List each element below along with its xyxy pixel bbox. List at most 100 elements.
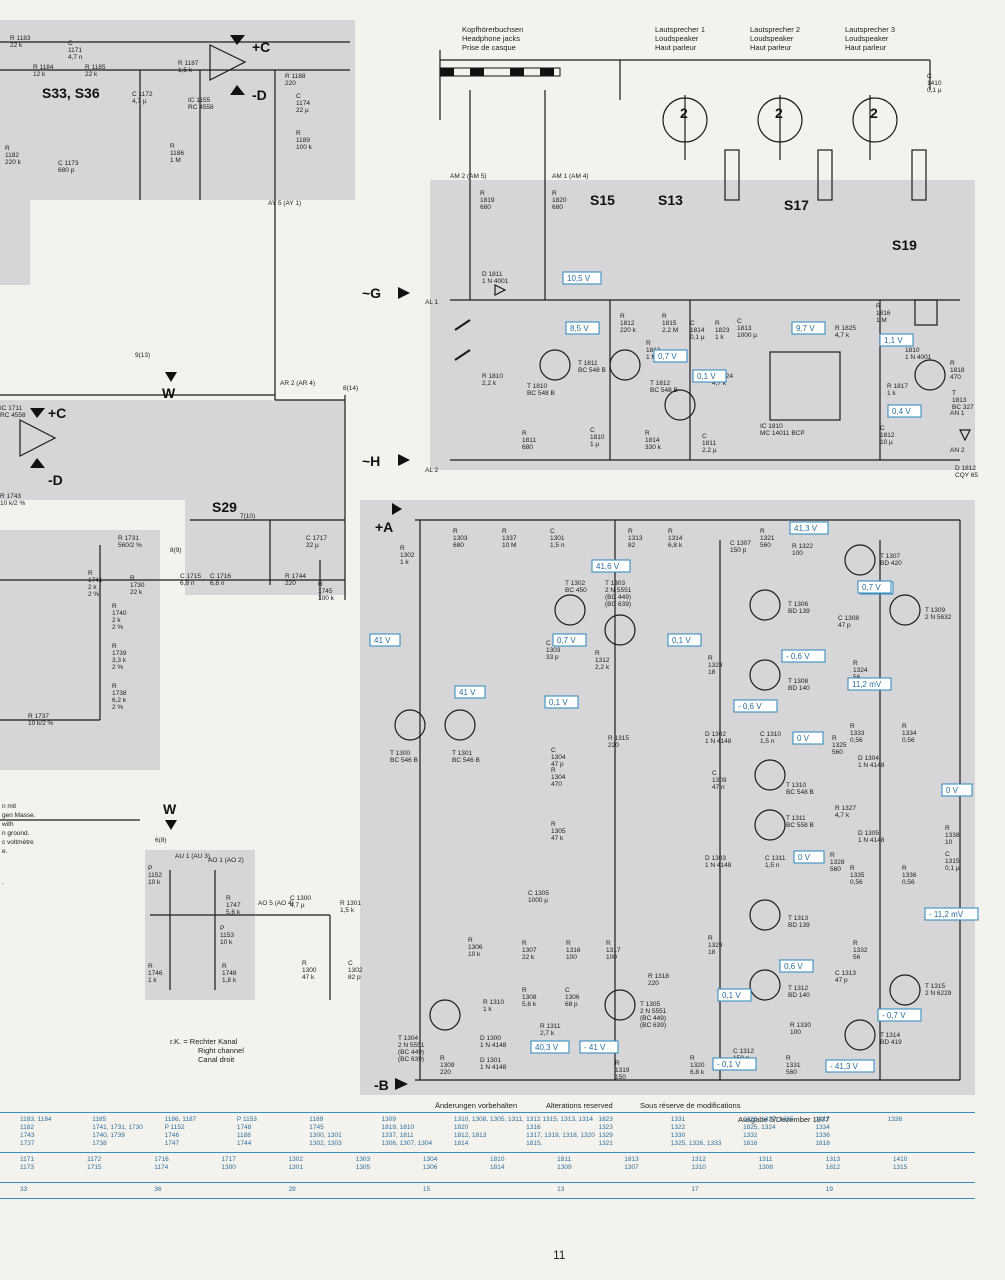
voltage-label: - 11,2 mV [929,910,964,919]
table-cell: 1315 [892,1164,908,1171]
legend-right-channel: r.K. = Rechter Kanal Right channel Canal… [170,1037,244,1064]
rail-minus-d: -D [252,87,267,103]
table-cell: 1336 [815,1132,830,1139]
voltage-label: 0,7 V [658,352,677,361]
table-cell: 1307 [624,1164,639,1171]
voltage-box [789,521,829,535]
voltage-box [454,685,486,699]
voltage-label: - 41,3 V [830,1062,859,1071]
table-cell: 1716 [154,1156,169,1163]
table-cell: 1302, 1303 [309,1140,342,1147]
connector: 8(14) [343,385,358,392]
svg-text:Änderungen vorbehalten: Änderungen vorbehalten [435,1101,517,1110]
connector: AN 2 [950,447,965,454]
table-cell: 1331 [670,1116,686,1123]
switch-s15: S15 [590,192,615,208]
rail-h: ~H [362,453,380,469]
header-jacks: Kopfhörerbuchsen Headphone jacks Prise d… [462,25,523,52]
table-row [0,1112,975,1113]
voltage-label: 40,3 V [535,1043,559,1052]
connector: AU 1 (AU 3) [175,853,210,860]
table-cell: 1306 [422,1164,438,1171]
table-cell: 1300 [221,1164,236,1171]
connector: AL 2 [425,467,439,474]
connector: 7(10) [240,513,255,520]
voltage-box [579,1040,619,1054]
svg-text:Lautsprecher 2: Lautsprecher 2 [750,25,800,34]
table-cell: 1817 [815,1116,830,1123]
table-cell: 1738 [92,1140,107,1147]
table-cell: 1308 [758,1164,774,1171]
table-cell: 1311 [758,1156,773,1163]
table-cell: 1816 [743,1140,758,1147]
voltage-box [544,695,579,709]
table-cell: 1815, [526,1140,543,1147]
voltage-label: 41,3 V [794,524,818,533]
table-cell: 1172 [87,1156,102,1163]
table-cell: 1745 [309,1124,324,1131]
voltage-label: 41,6 V [596,562,620,571]
voltage-label: - 0,6 V [786,652,810,661]
svg-text:n mit: n mit [2,803,16,810]
rail-w-1: W [162,385,176,401]
table-cell: 1737 [20,1140,35,1147]
table-cell: 33 [20,1186,28,1193]
table-cell: 1322 [670,1124,686,1131]
table-cell: 1171 [20,1156,34,1163]
voltage-label: - 0,6 V [738,702,762,711]
table-cell: 1316 [526,1124,541,1131]
table-cell: 1174 [154,1164,169,1171]
table-cell: 1189 [309,1116,324,1123]
table-cell: 1183, 1184 [20,1116,52,1123]
table-cell: 1309 [381,1116,396,1123]
voltage-label: - 0,7 V [882,1011,906,1020]
table-cell: P 1152 [164,1124,185,1131]
svg-text:Headphone jacks: Headphone jacks [462,34,520,43]
voltage-box [879,333,914,347]
table-cell: 1310, 1308, 1305, 1311, [453,1116,524,1123]
